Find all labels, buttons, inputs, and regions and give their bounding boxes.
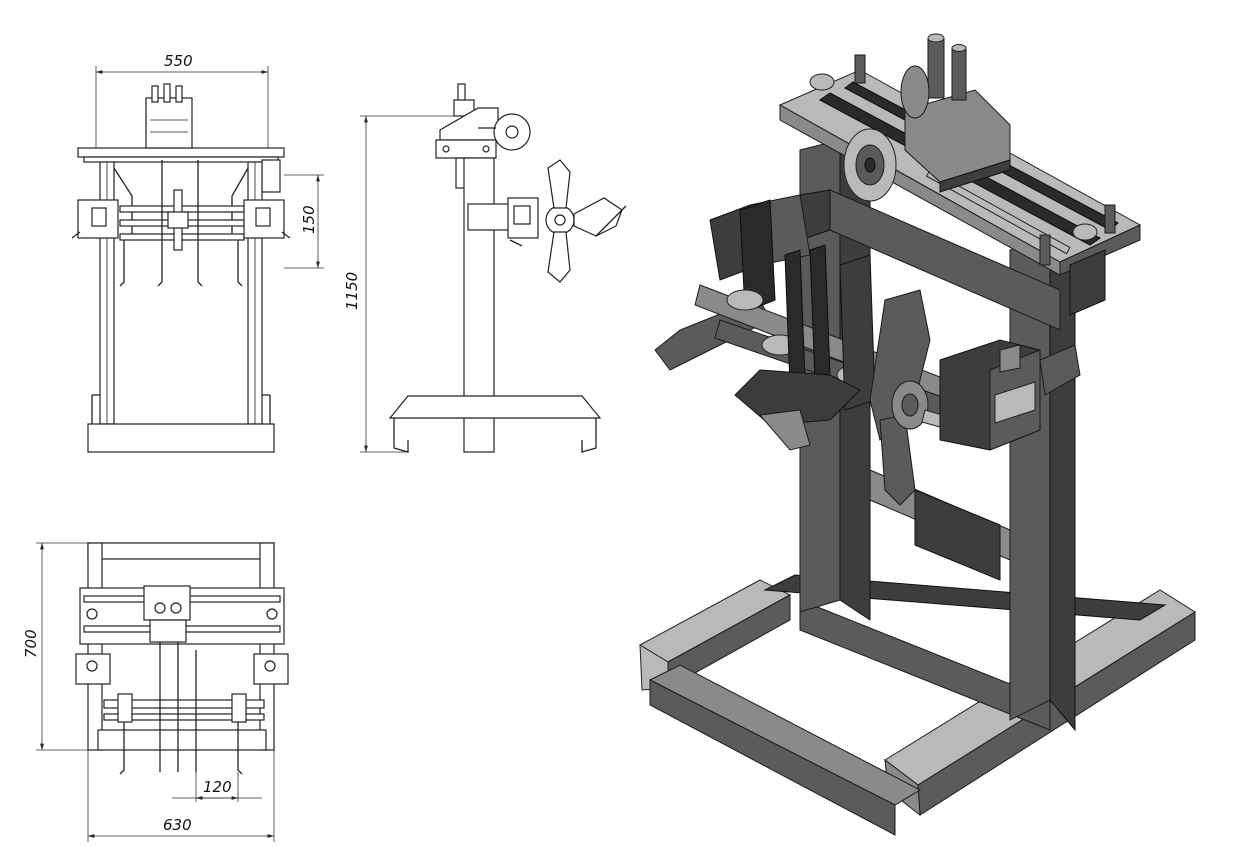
top-view: 700 120 — [22, 542, 289, 842]
dim-top-width: 630 — [163, 816, 192, 834]
dim-top-offset: 120 — [203, 778, 232, 796]
side-view: 1150 — [343, 83, 627, 453]
dim-top-depth: 700 — [22, 629, 40, 658]
isometric-render — [638, 33, 1196, 836]
front-view: 550 — [71, 52, 324, 453]
dim-front-width: 550 — [164, 52, 193, 70]
dim-side-height: 1150 — [343, 272, 361, 310]
dim-front-block-height: 150 — [300, 205, 318, 234]
